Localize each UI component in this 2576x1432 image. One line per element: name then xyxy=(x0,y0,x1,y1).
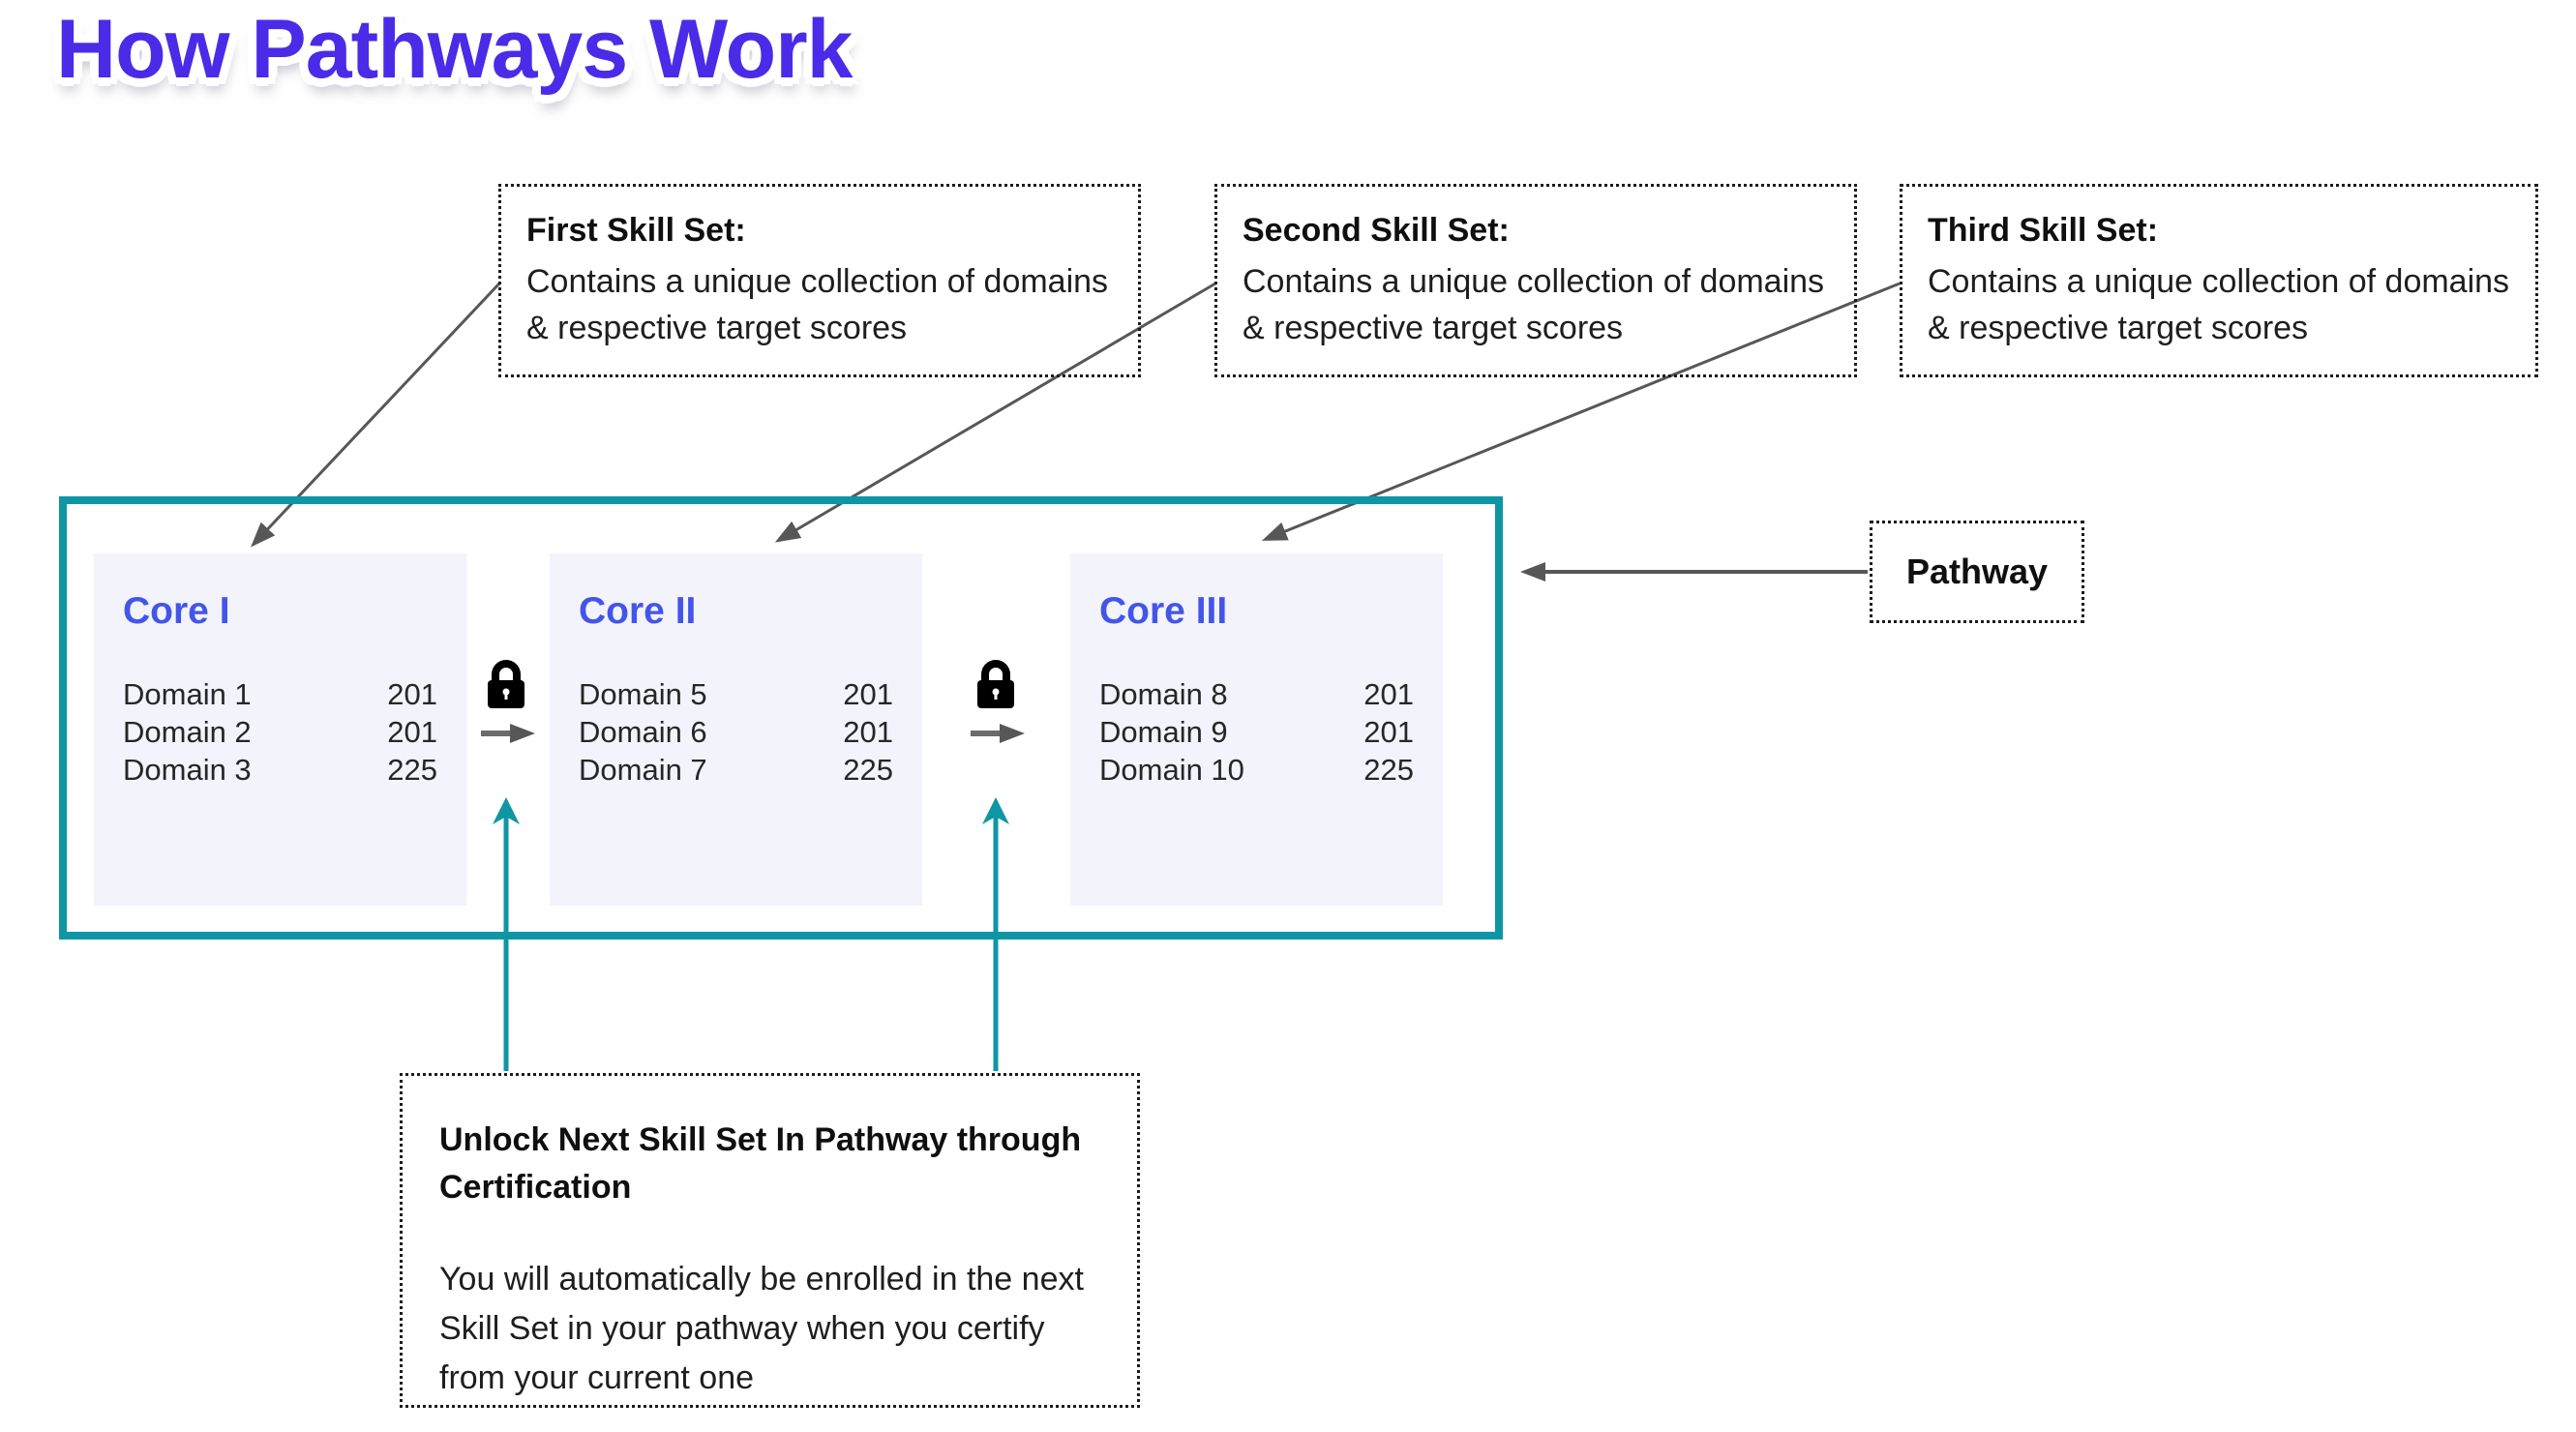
pathway-label: Pathway xyxy=(1905,552,2049,591)
skillset-card-core-1: Core I Domain 1 201 Domain 2 201 Domain … xyxy=(94,553,466,906)
skillset-title: Core I xyxy=(123,590,230,632)
skillset-card-core-2: Core II Domain 5 201 Domain 6 201 Domain… xyxy=(550,553,922,906)
unlock-note-heading: Unlock Next Skill Set In Pathway through… xyxy=(439,1121,1082,1207)
domain-target-score: 201 xyxy=(843,677,893,711)
domain-row: Domain 6 201 xyxy=(579,713,893,751)
domain-name: Domain 9 xyxy=(1099,715,1228,749)
callout-heading: Second Skill Set: xyxy=(1243,212,1510,249)
callout-heading: Third Skill Set: xyxy=(1928,212,2159,249)
skillset-card-core-3: Core III Domain 8 201 Domain 9 201 Domai… xyxy=(1070,553,1443,906)
lock-icon xyxy=(488,660,524,708)
pathway-container: Core I Domain 1 201 Domain 2 201 Domain … xyxy=(59,496,1503,940)
lock-icon xyxy=(977,660,1014,708)
domain-name: Domain 5 xyxy=(579,677,707,711)
second-skillset-arrow-icon xyxy=(774,282,1216,543)
third-skillset-arrow-icon xyxy=(1261,282,1901,541)
domain-name: Domain 1 xyxy=(123,677,252,711)
domain-target-score: 225 xyxy=(387,753,437,787)
second-skillset-callout: Second Skill Set: Contains a unique coll… xyxy=(1214,184,1857,377)
domain-row: Domain 5 201 xyxy=(579,675,893,713)
domain-row: Domain 9 201 xyxy=(1099,713,1414,751)
callout-heading: First Skill Set: xyxy=(526,212,746,249)
skillset-title: Core II xyxy=(579,590,697,632)
domain-name: Domain 6 xyxy=(579,715,707,749)
callout-body: Contains a unique collection of domains … xyxy=(1243,263,1825,347)
third-skillset-callout: Third Skill Set: Contains a unique colle… xyxy=(1900,184,2538,377)
domain-target-score: 201 xyxy=(843,715,893,749)
callout-body: Contains a unique collection of domains … xyxy=(1928,263,2510,347)
domain-row: Domain 2 201 xyxy=(123,713,437,751)
domain-row: Domain 10 225 xyxy=(1099,751,1414,789)
domain-target-score: 201 xyxy=(387,715,437,749)
domain-name: Domain 8 xyxy=(1099,677,1228,711)
domain-name: Domain 2 xyxy=(123,715,252,749)
domain-name: Domain 10 xyxy=(1099,753,1244,787)
domain-name: Domain 7 xyxy=(579,753,707,787)
domain-target-score: 225 xyxy=(843,753,893,787)
domain-row: Domain 7 225 xyxy=(579,751,893,789)
page-title: How Pathways Work xyxy=(49,0,860,103)
domain-row: Domain 3 225 xyxy=(123,751,437,789)
unlock-note-box: Unlock Next Skill Set In Pathway through… xyxy=(400,1073,1140,1408)
domain-row: Domain 1 201 xyxy=(123,675,437,713)
domain-row: Domain 8 201 xyxy=(1099,675,1414,713)
domain-target-score: 225 xyxy=(1363,753,1414,787)
domain-target-score: 201 xyxy=(1363,715,1414,749)
skillset-title: Core III xyxy=(1099,590,1228,632)
first-skillset-arrow-icon xyxy=(251,282,501,548)
unlock-note-body: You will automatically be enrolled in th… xyxy=(439,1260,1084,1396)
domain-target-score: 201 xyxy=(1363,677,1414,711)
first-skillset-callout: First Skill Set: Contains a unique colle… xyxy=(498,184,1141,377)
domain-target-score: 201 xyxy=(387,677,437,711)
pathway-label-box: Pathway xyxy=(1870,521,2084,623)
domain-name: Domain 3 xyxy=(123,753,252,787)
callout-body: Contains a unique collection of domains … xyxy=(526,263,1109,347)
